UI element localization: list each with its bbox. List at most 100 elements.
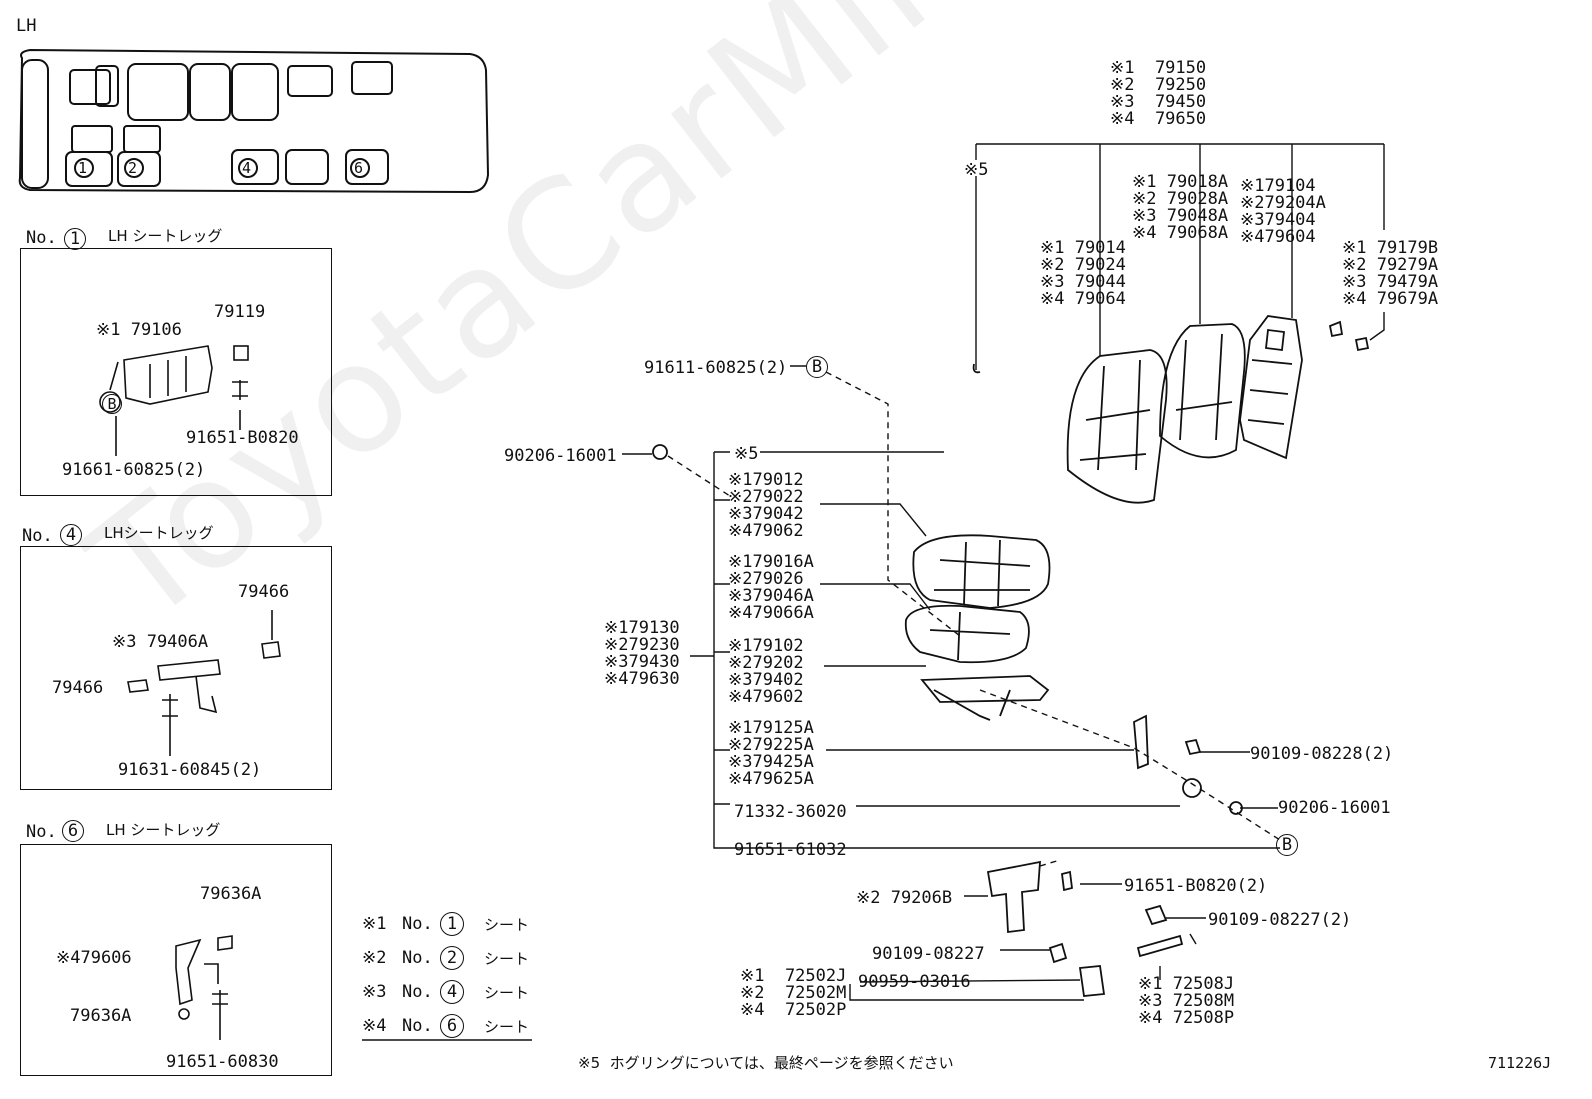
- inset-6-drawing: [175, 935, 233, 1040]
- callout-back-pad-3: ※3 79048A: [1132, 206, 1229, 226]
- seat-number-2: 2: [128, 159, 138, 177]
- callout-belt-right-2: ※3 72508M: [1138, 991, 1235, 1011]
- inset-1-part-a: ※1 79106: [96, 320, 182, 340]
- callout-top-2: ※2 79250: [1110, 75, 1207, 95]
- inset-1-box: [20, 248, 332, 496]
- legend-no: No.: [402, 948, 433, 968]
- callout-headrest-3: ※3 79479A: [1342, 272, 1439, 292]
- legend-no: No.: [402, 914, 433, 934]
- inset-4-part-d: 91631-60845(2): [118, 760, 262, 780]
- ref-b-bottom: B: [1276, 834, 1298, 856]
- callout-cushion-cover-2: ※279022: [728, 487, 804, 507]
- callout-bolt-hinge: 90109-08228(2): [1250, 744, 1394, 764]
- callout-top-1: ※1 79150: [1110, 58, 1207, 78]
- inset-4-part-b: ※3 79406A: [112, 632, 209, 652]
- callout-hinge-2: ※279225A: [728, 735, 814, 755]
- callout-knob: 71332-36020: [734, 802, 847, 822]
- callout-back-cover-2: ※2 79024: [1040, 255, 1126, 275]
- inset-1-ref-b: B: [102, 394, 122, 414]
- callout-back-frame-1: ※179104: [1240, 176, 1316, 196]
- callout-hinge-4: ※479625A: [728, 769, 814, 789]
- callout-cushion-cover-1: ※179012: [728, 470, 804, 490]
- callout-star5-top: ※5: [964, 160, 989, 180]
- callout-grommet-right: 90206-16001: [1278, 798, 1391, 818]
- footnote: ※5 ホグリングについては、最終ページを参照ください: [578, 1054, 954, 1072]
- inset-6-no: No.: [26, 822, 57, 842]
- callout-leg-bolt-3: 90109-08227: [872, 944, 985, 964]
- legend-text: シート: [484, 984, 530, 1002]
- callout-cushion-cover-4: ※479062: [728, 521, 804, 541]
- inset-6-box: [20, 844, 332, 1076]
- callout-belt-left-3: ※4 72502P: [740, 1000, 847, 1020]
- callout-back-pad-1: ※1 79018A: [1132, 172, 1229, 192]
- legend-num: 4: [440, 980, 464, 1004]
- inset-6-part-c: 79636A: [70, 1006, 132, 1026]
- seat-number-6: 6: [354, 159, 364, 177]
- corner-label: LH: [16, 16, 37, 36]
- callout-headrest-1: ※1 79179B: [1342, 238, 1439, 258]
- callout-hinge-1: ※179125A: [728, 718, 814, 738]
- inset-1-title: LH シートレッグ: [108, 227, 223, 245]
- callout-bolt-bottom: 91651-61032: [734, 840, 847, 860]
- seat-number-4: 4: [242, 159, 252, 177]
- diagram-code: 711226J: [1488, 1054, 1552, 1072]
- inset-4-title: LHシートレッグ: [104, 524, 214, 542]
- callout-back-pad-4: ※4 79068A: [1132, 223, 1229, 243]
- callout-belt-left-2: ※2 72502M: [740, 983, 847, 1003]
- inset-6-part-a: 79636A: [200, 884, 262, 904]
- callout-belt-right-3: ※4 72508P: [1138, 1008, 1235, 1028]
- callout-seat-assy-2: ※279230: [604, 635, 680, 655]
- callout-back-cover-3: ※3 79044: [1040, 272, 1126, 292]
- callout-back-cover-4: ※4 79064: [1040, 289, 1126, 309]
- legend-mark: ※4: [362, 1016, 387, 1036]
- callout-cushion-pad-4: ※479066A: [728, 603, 814, 623]
- callout-back-frame-4: ※479604: [1240, 227, 1316, 247]
- callout-headrest-4: ※4 79679A: [1342, 289, 1439, 309]
- callout-cushion-pad-1: ※179016A: [728, 552, 814, 572]
- inset-6-title: LH シートレッグ: [106, 821, 221, 839]
- legend-text: シート: [484, 1018, 530, 1036]
- legend-text: シート: [484, 950, 530, 968]
- callout-back-cover-1: ※1 79014: [1040, 238, 1126, 258]
- callout-cushion-frame-1: ※179102: [728, 636, 804, 656]
- callout-seat-assy-1: ※179130: [604, 618, 680, 638]
- ref-b-top: B: [806, 356, 828, 378]
- callout-top-4: ※4 79650: [1110, 109, 1207, 129]
- callout-belt-right-1: ※1 72508J: [1138, 974, 1235, 994]
- callout-leg: ※2 79206B: [856, 888, 953, 908]
- legend-no: No.: [402, 982, 433, 1002]
- callout-back-frame-2: ※279204A: [1240, 193, 1326, 213]
- legend-num: 6: [440, 1014, 464, 1038]
- callout-cushion-cover-3: ※379042: [728, 504, 804, 524]
- callout-grommet: 90206-16001: [504, 446, 617, 466]
- legend-mark: ※3: [362, 982, 387, 1002]
- callout-star5-mid: ※5: [734, 444, 759, 464]
- callout-leg-bolt: 91651-B0820(2): [1124, 876, 1268, 896]
- callout-hinge-3: ※379425A: [728, 752, 814, 772]
- inset-1-no: No.: [26, 228, 57, 248]
- legend-num: 2: [440, 946, 464, 970]
- callout-leg-bolt-2: 90109-08227(2): [1208, 910, 1352, 930]
- callout-cushion-pad-2: ※279026: [728, 569, 804, 589]
- callout-back-pad-2: ※2 79028A: [1132, 189, 1229, 209]
- inset-4-part-c: 79466: [52, 678, 104, 698]
- callout-hog-ring-bolt: 91611-60825(2): [644, 358, 788, 378]
- inset-4-drawing: [127, 610, 281, 756]
- legend-no: No.: [402, 1016, 433, 1036]
- callout-back-frame-3: ※379404: [1240, 210, 1316, 230]
- inset-1-part-b: 79119: [214, 302, 266, 322]
- callout-cushion-frame-2: ※279202: [728, 653, 804, 673]
- callout-seat-assy-4: ※479630: [604, 669, 680, 689]
- inset-6-part-d: 91651-60830: [166, 1052, 279, 1072]
- inset-4-no: No.: [22, 526, 53, 546]
- callout-cushion-pad-3: ※379046A: [728, 586, 814, 606]
- inset-6-part-b: ※479606: [56, 948, 132, 968]
- inset-1-part-d: 91661-60825(2): [62, 460, 206, 480]
- legend-mark: ※2: [362, 948, 387, 968]
- callout-belt-bolt: 90959-03016: [858, 972, 971, 992]
- leader-lines: [622, 143, 1385, 1001]
- seat-number-1: 1: [78, 159, 88, 177]
- legend-text: シート: [484, 916, 530, 934]
